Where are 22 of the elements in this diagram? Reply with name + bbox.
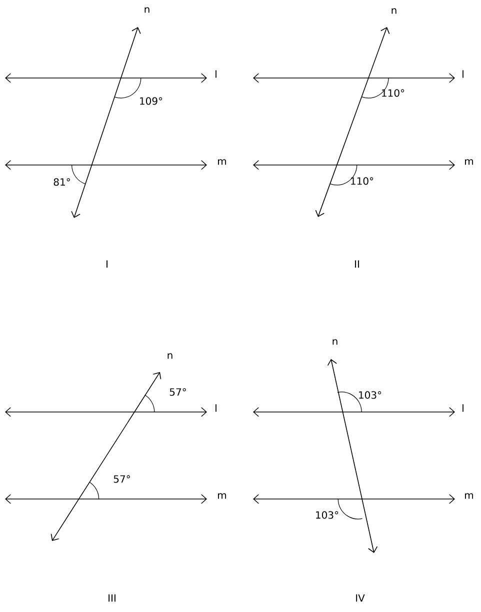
label: n	[168, 353, 172, 359]
label: m	[218, 493, 226, 499]
label: 110°	[351, 177, 374, 185]
label: IV	[356, 594, 365, 602]
label: 103°	[359, 391, 382, 399]
label: m	[218, 159, 226, 165]
label: n	[144, 7, 150, 13]
label: m	[465, 159, 474, 165]
label: 57°	[114, 475, 130, 483]
label: 57°	[170, 388, 186, 396]
label: 110°	[382, 89, 404, 97]
label: 103°	[316, 511, 338, 519]
label: 109°	[140, 97, 162, 105]
label: n	[332, 339, 338, 345]
label: m	[465, 493, 474, 499]
label: l	[462, 70, 464, 78]
label: n	[392, 8, 396, 14]
label: I	[106, 260, 108, 268]
label: l	[462, 404, 464, 412]
label: 81°	[54, 178, 70, 186]
label: II	[355, 260, 359, 268]
label: III	[108, 594, 116, 602]
